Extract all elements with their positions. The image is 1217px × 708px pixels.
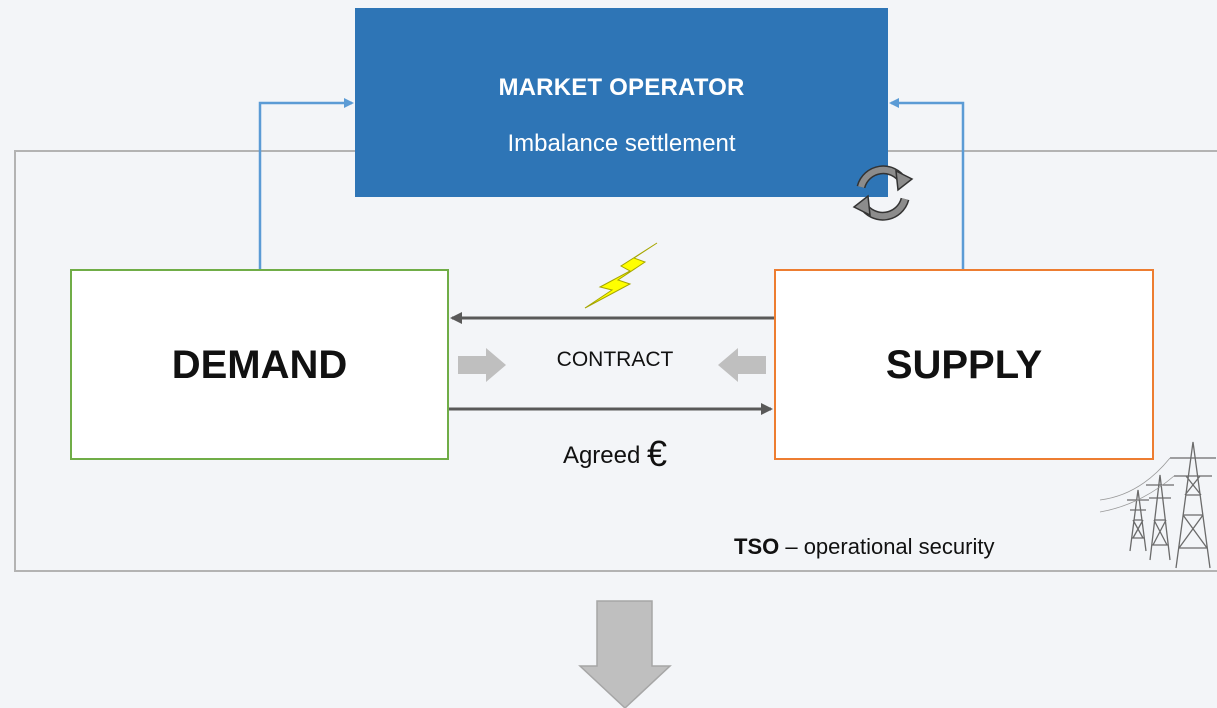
supply-label: SUPPLY [885, 343, 1043, 387]
tso-name: TSO [734, 534, 780, 559]
supply-box: SUPPLY [774, 269, 1154, 460]
contract-label: CONTRACT [556, 348, 674, 371]
lightning-icon [584, 242, 658, 309]
tso-description: – operational security [779, 534, 995, 559]
euro-symbol: € [647, 433, 668, 474]
refresh-cycle-icon [852, 165, 914, 221]
demand-box: DEMAND [70, 269, 449, 460]
market-operator-title: MARKET OPERATOR [498, 74, 745, 101]
demand-to-market-connector [258, 98, 354, 269]
payment-text: Agreed [562, 442, 641, 469]
contract-arrow-right [458, 348, 506, 382]
demand-label: DEMAND [171, 343, 348, 387]
payment-label: Agreed € [520, 433, 710, 475]
market-operator-subtitle: Imbalance settlement [507, 130, 736, 157]
market-operator-box: MARKET OPERATOR Imbalance settlement [355, 8, 888, 197]
supply-to-market-connector [889, 98, 965, 269]
contract-arrow-left [718, 348, 766, 382]
tso-label: TSO – operational security [734, 534, 994, 560]
power-pylons-icon [1099, 441, 1216, 569]
down-arrow-icon [578, 600, 672, 708]
